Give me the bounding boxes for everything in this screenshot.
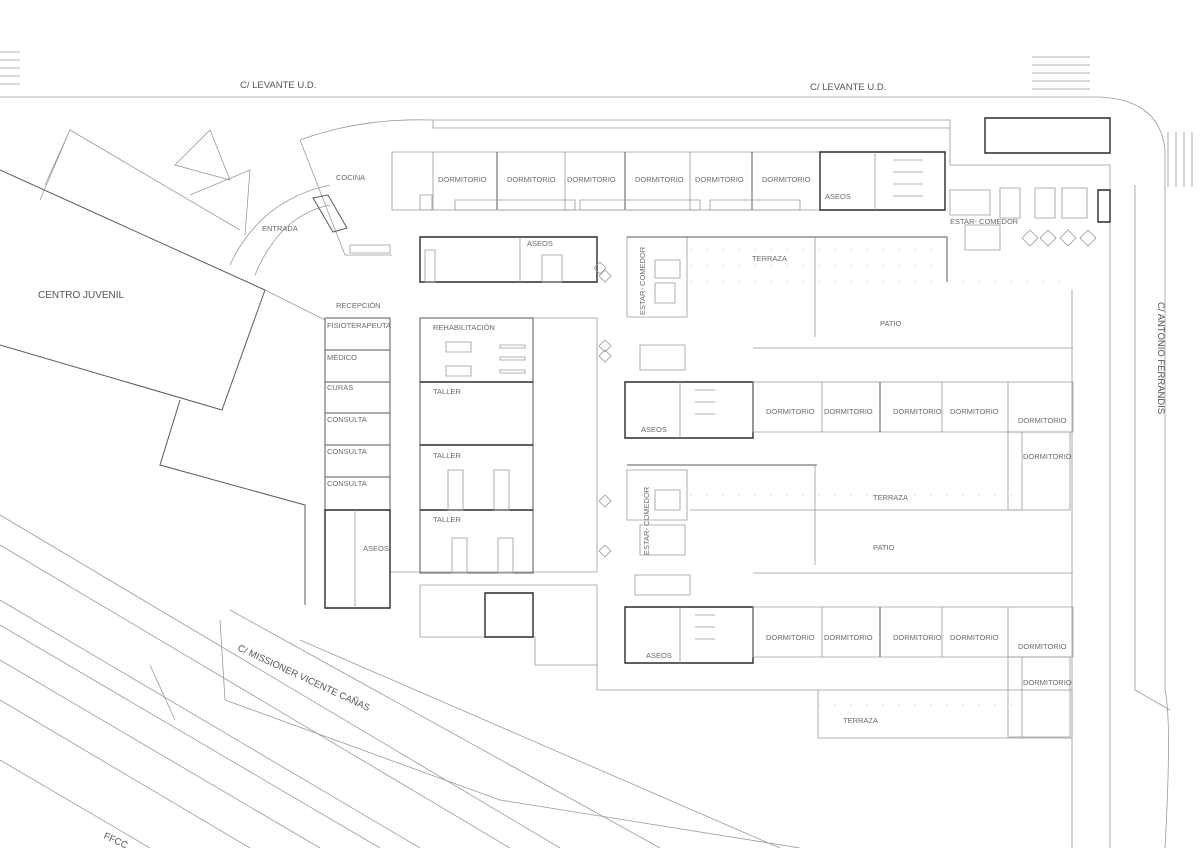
room-label-consulta: CONSULTA xyxy=(327,447,367,456)
room-label-dormitorio: DORMITORIO xyxy=(1018,416,1067,425)
room-label-aseos: ASEOS xyxy=(363,544,389,553)
room-label-terraza: TERRAZA xyxy=(873,493,908,502)
room-label-fisioterapeuta: FISIOTERAPEUTA xyxy=(327,321,391,330)
room-label-dormitorio: DORMITORIO xyxy=(950,633,999,642)
room-label-dormitorio: DORMITORIO xyxy=(507,175,556,184)
room-label-entrada: ENTRADA xyxy=(262,224,298,233)
room-label-taller: TALLER xyxy=(433,515,461,524)
room-label-consulta: CONSULTA xyxy=(327,479,367,488)
room-label-dormitorio: DORMITORIO xyxy=(695,175,744,184)
aseos-block-top xyxy=(419,236,612,283)
room-label-curas: CURAS xyxy=(327,383,353,392)
room-label-taller: TALLER xyxy=(433,387,461,396)
room-label-dormitorio: DORMITORIO xyxy=(893,407,942,416)
room-label-patio: PATIO xyxy=(873,543,895,552)
room-label-aseos: ASEOS xyxy=(825,192,851,201)
room-label-dormitorio: DORMITORIO xyxy=(766,633,815,642)
room-label-dormitorio: DORMITORIO xyxy=(824,633,873,642)
room-label-dormitorio: DORMITORIO xyxy=(1018,642,1067,651)
room-label-consulta: CONSULTA xyxy=(327,415,367,424)
terraza-patio-lower xyxy=(627,464,1073,574)
middle-dorm-block xyxy=(624,381,1074,511)
crosswalk-left xyxy=(0,51,20,85)
room-label-terraza: TERRAZA xyxy=(752,254,787,263)
room-label-dormitorio: DORMITORIO xyxy=(950,407,999,416)
room-label-medico: MÉDICO xyxy=(327,353,357,362)
room-label-estar-comedor: ESTAR- COMEDOR xyxy=(638,246,647,315)
street-label-missioner: C/ MISSIONER VICENTE CAÑAS xyxy=(236,643,372,714)
room-label-cocina: COCINA xyxy=(336,173,365,182)
estar-comedor-mid xyxy=(598,236,691,596)
railway-lines xyxy=(0,514,801,848)
building-outline xyxy=(229,117,1111,739)
room-label-dormitorio: DORMITORIO xyxy=(1023,678,1072,687)
lower-dorm-block xyxy=(624,606,1074,738)
centro-juvenil-building xyxy=(0,129,306,605)
room-label-estar-comedor: ESTAR- COMEDOR xyxy=(642,486,651,555)
room-label-patio: PATIO xyxy=(880,319,902,328)
street-label-antonio-ferrandis: C/ ANTONIO FERRANDIS xyxy=(1155,302,1166,414)
room-label-aseos: ASEOS xyxy=(641,425,667,434)
top-dormitory-block xyxy=(391,151,946,211)
street-label-levante-right: C/ LEVANTE U.D. xyxy=(810,82,886,93)
room-label-dormitorio: DORMITORIO xyxy=(762,175,811,184)
room-label-terraza: TERRAZA xyxy=(843,716,878,725)
room-label-recepcion: RECEPCIÓN xyxy=(336,301,381,310)
room-label-taller: TALLER xyxy=(433,451,461,460)
terraza-patio-upper xyxy=(627,236,1073,349)
clinic-rooms xyxy=(324,317,391,609)
room-label-dormitorio: DORMITORIO xyxy=(893,633,942,642)
estar-comedor-top xyxy=(949,187,1111,251)
room-label-dormitorio: DORMITORIO xyxy=(438,175,487,184)
centro-juvenil-label: CENTRO JUVENIL xyxy=(38,290,125,301)
room-label-aseos: ASEOS xyxy=(646,651,672,660)
room-label-estar-comedor: ESTAR- COMEDOR xyxy=(950,217,1019,226)
workshop-rooms xyxy=(419,317,534,638)
street-lines xyxy=(0,96,1171,848)
crosswalk-right xyxy=(1032,56,1193,187)
room-label-dormitorio: DORMITORIO xyxy=(824,407,873,416)
room-label-dormitorio: DORMITORIO xyxy=(635,175,684,184)
room-label-rehabilitacion: REHABILITACIÓN xyxy=(433,323,495,332)
room-label-dormitorio: DORMITORIO xyxy=(766,407,815,416)
room-label-dormitorio: DORMITORIO xyxy=(1023,452,1072,461)
room-label-aseos: ASEOS xyxy=(527,239,553,248)
street-label-levante-left: C/ LEVANTE U.D. xyxy=(240,80,316,91)
room-label-dormitorio: DORMITORIO xyxy=(567,175,616,184)
